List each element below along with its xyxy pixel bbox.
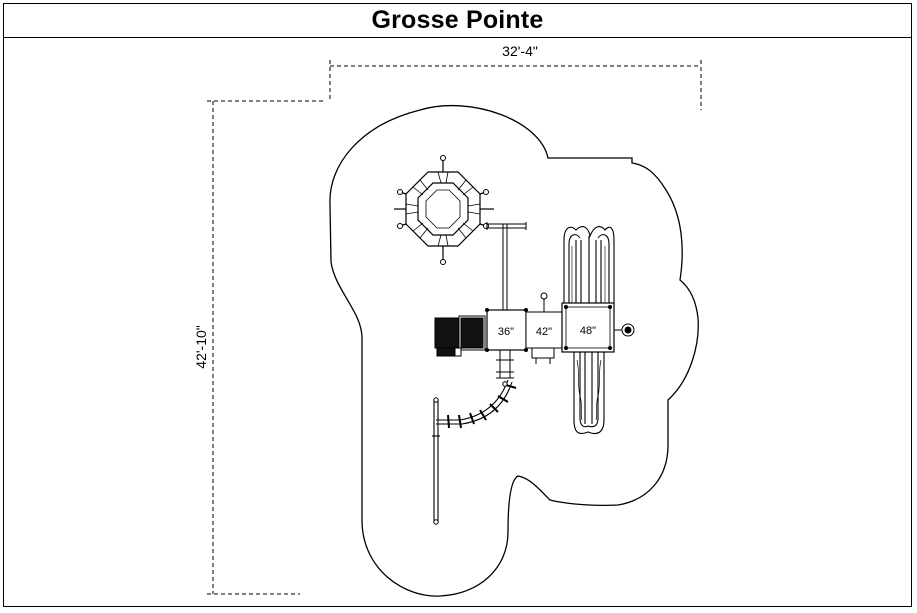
step-platform xyxy=(531,347,555,364)
width-dimension xyxy=(329,60,702,110)
deck-48-label: 48" xyxy=(580,325,596,337)
page-title: Grosse Pointe xyxy=(371,6,544,34)
deck-42: 42" xyxy=(525,311,563,349)
deck-36-label: 36" xyxy=(498,326,514,338)
deck-36: 36" xyxy=(485,308,528,352)
entry-panel xyxy=(434,315,486,357)
length-dimension xyxy=(207,100,326,595)
wave-slide-down xyxy=(573,352,605,435)
curved-climber xyxy=(432,379,517,522)
deck-48: 48" xyxy=(561,302,615,353)
overhead-ladder xyxy=(486,222,527,310)
width-label: 32'-4" xyxy=(502,43,538,59)
accessory-post xyxy=(540,292,548,312)
climber-posts xyxy=(433,381,508,525)
deck-42-label: 42" xyxy=(536,326,552,338)
ladder-to-deck xyxy=(496,350,514,379)
octagon-climber xyxy=(394,158,494,262)
drawing-frame: Grosse Pointe xyxy=(3,3,912,607)
title-bar: Grosse Pointe xyxy=(4,4,911,38)
length-label: 42'-10" xyxy=(193,325,209,368)
safety-zone-outline xyxy=(329,105,699,597)
periscope-icon xyxy=(614,323,635,337)
double-slide-up xyxy=(563,226,615,303)
